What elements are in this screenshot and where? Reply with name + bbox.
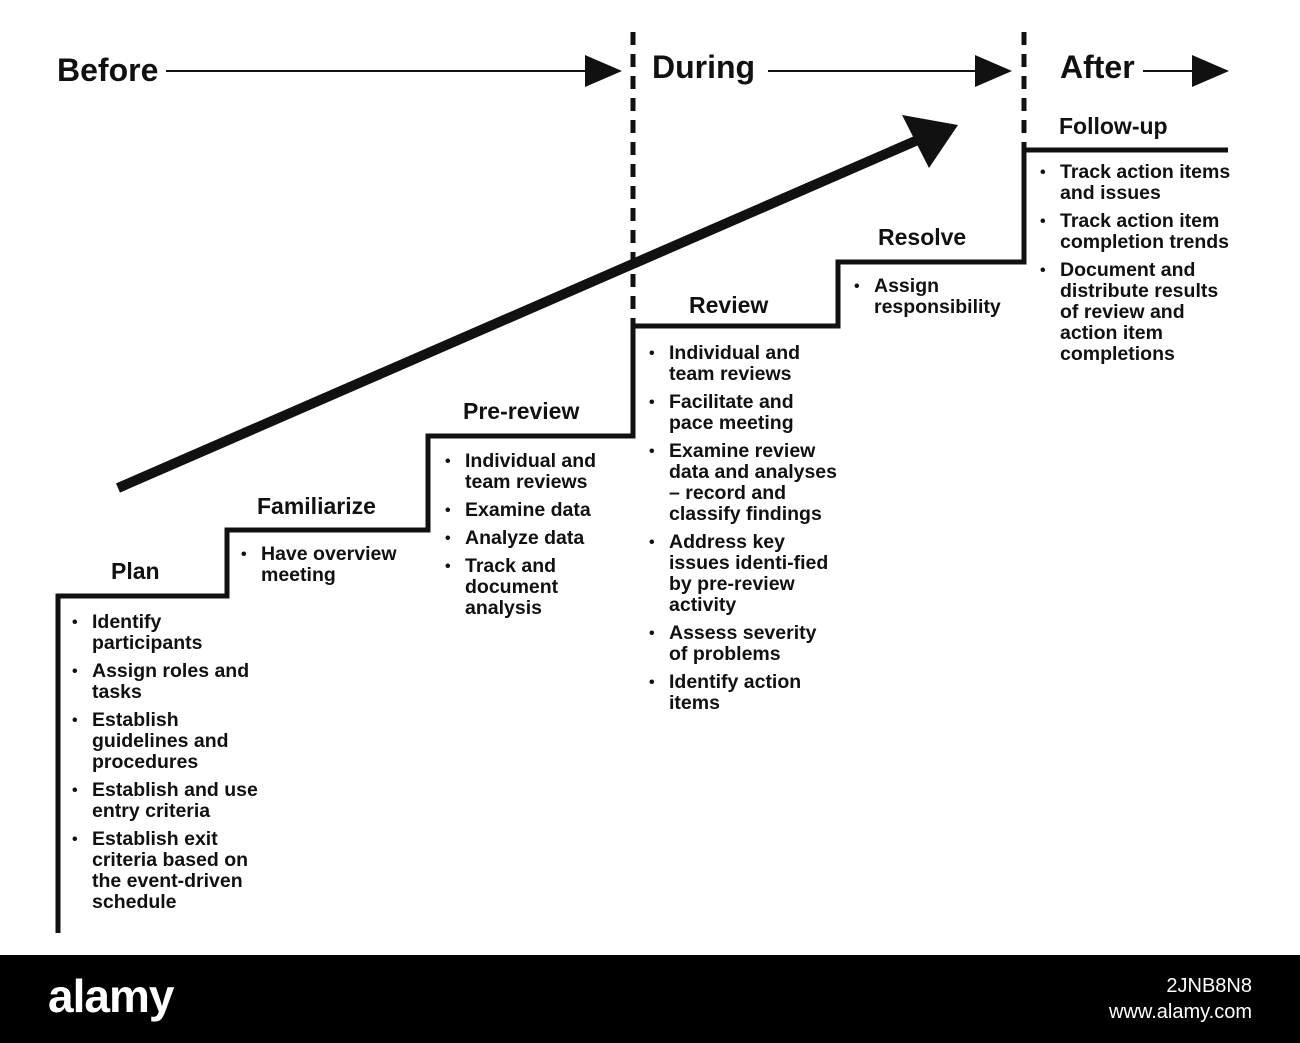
list-item: Assign responsibility bbox=[854, 276, 1024, 318]
phase-label-after: After bbox=[1060, 49, 1135, 85]
list-item: Examine data bbox=[445, 500, 625, 522]
step-title-follow-up: Follow-up bbox=[1059, 113, 1168, 139]
list-item: Establish exit criteria based on the eve… bbox=[72, 829, 262, 913]
step-title-review: Review bbox=[689, 292, 769, 318]
list-item: Have overview meeting bbox=[241, 544, 421, 586]
step-bullets-pre-review: Individual and team reviews Examine data… bbox=[445, 451, 625, 626]
list-item: Identify action items bbox=[649, 672, 839, 714]
step-bullets-plan: Identify participants Assign roles and t… bbox=[72, 612, 262, 920]
step-title-familiarize: Familiarize bbox=[257, 493, 376, 519]
step-title-pre-review: Pre-review bbox=[463, 398, 580, 424]
phase-label-before: Before bbox=[57, 52, 159, 88]
list-item: Examine review data and analyses – recor… bbox=[649, 441, 839, 525]
step-bullets-follow-up: Track action items and issues Track acti… bbox=[1040, 162, 1240, 372]
list-item: Establish and use entry criteria bbox=[72, 780, 262, 822]
list-item: Track and document analysis bbox=[445, 556, 625, 619]
alamy-logo: alamy bbox=[48, 970, 174, 1022]
image-credit: 2JNB8N8 www.alamy.com bbox=[1109, 973, 1252, 1025]
staircase-line bbox=[55, 147, 1228, 933]
before-arrow-head bbox=[585, 55, 622, 87]
list-item: Individual and team reviews bbox=[445, 451, 625, 493]
list-item: Assess severity of problems bbox=[649, 623, 839, 665]
step-title-plan: Plan bbox=[111, 558, 160, 584]
site-url: www.alamy.com bbox=[1109, 1001, 1252, 1023]
list-item: Identify participants bbox=[72, 612, 262, 654]
list-item: Facilitate and pace meeting bbox=[649, 392, 839, 434]
list-item: Individual and team reviews bbox=[649, 343, 839, 385]
progress-arrow-head bbox=[902, 115, 958, 168]
list-item: Establish guidelines and procedures bbox=[72, 710, 262, 773]
watermark-footer: alamy 2JNB8N8 www.alamy.com bbox=[0, 955, 1300, 1043]
step-bullets-familiarize: Have overview meeting bbox=[241, 544, 421, 593]
phase-label-during: During bbox=[652, 49, 756, 85]
step-bullets-resolve: Assign responsibility bbox=[854, 276, 1024, 325]
progress-arrow-line bbox=[116, 134, 922, 493]
list-item: Address key issues identi-fied by pre-re… bbox=[649, 532, 839, 616]
review-process-diagram: Before During After Plan Identify partic… bbox=[0, 0, 1300, 955]
after-arrow-head bbox=[1192, 55, 1229, 87]
list-item: Track action items and issues bbox=[1040, 162, 1240, 204]
list-item: Assign roles and tasks bbox=[72, 661, 262, 703]
list-item: Document and distribute results of revie… bbox=[1040, 260, 1240, 365]
during-arrow-head bbox=[975, 55, 1012, 87]
list-item: Analyze data bbox=[445, 528, 625, 550]
list-item: Track action item completion trends bbox=[1040, 211, 1240, 253]
step-bullets-review: Individual and team reviews Facilitate a… bbox=[649, 343, 839, 721]
image-id: 2JNB8N8 bbox=[1166, 975, 1252, 997]
step-title-resolve: Resolve bbox=[878, 224, 967, 250]
diagram-lines bbox=[55, 32, 1229, 933]
